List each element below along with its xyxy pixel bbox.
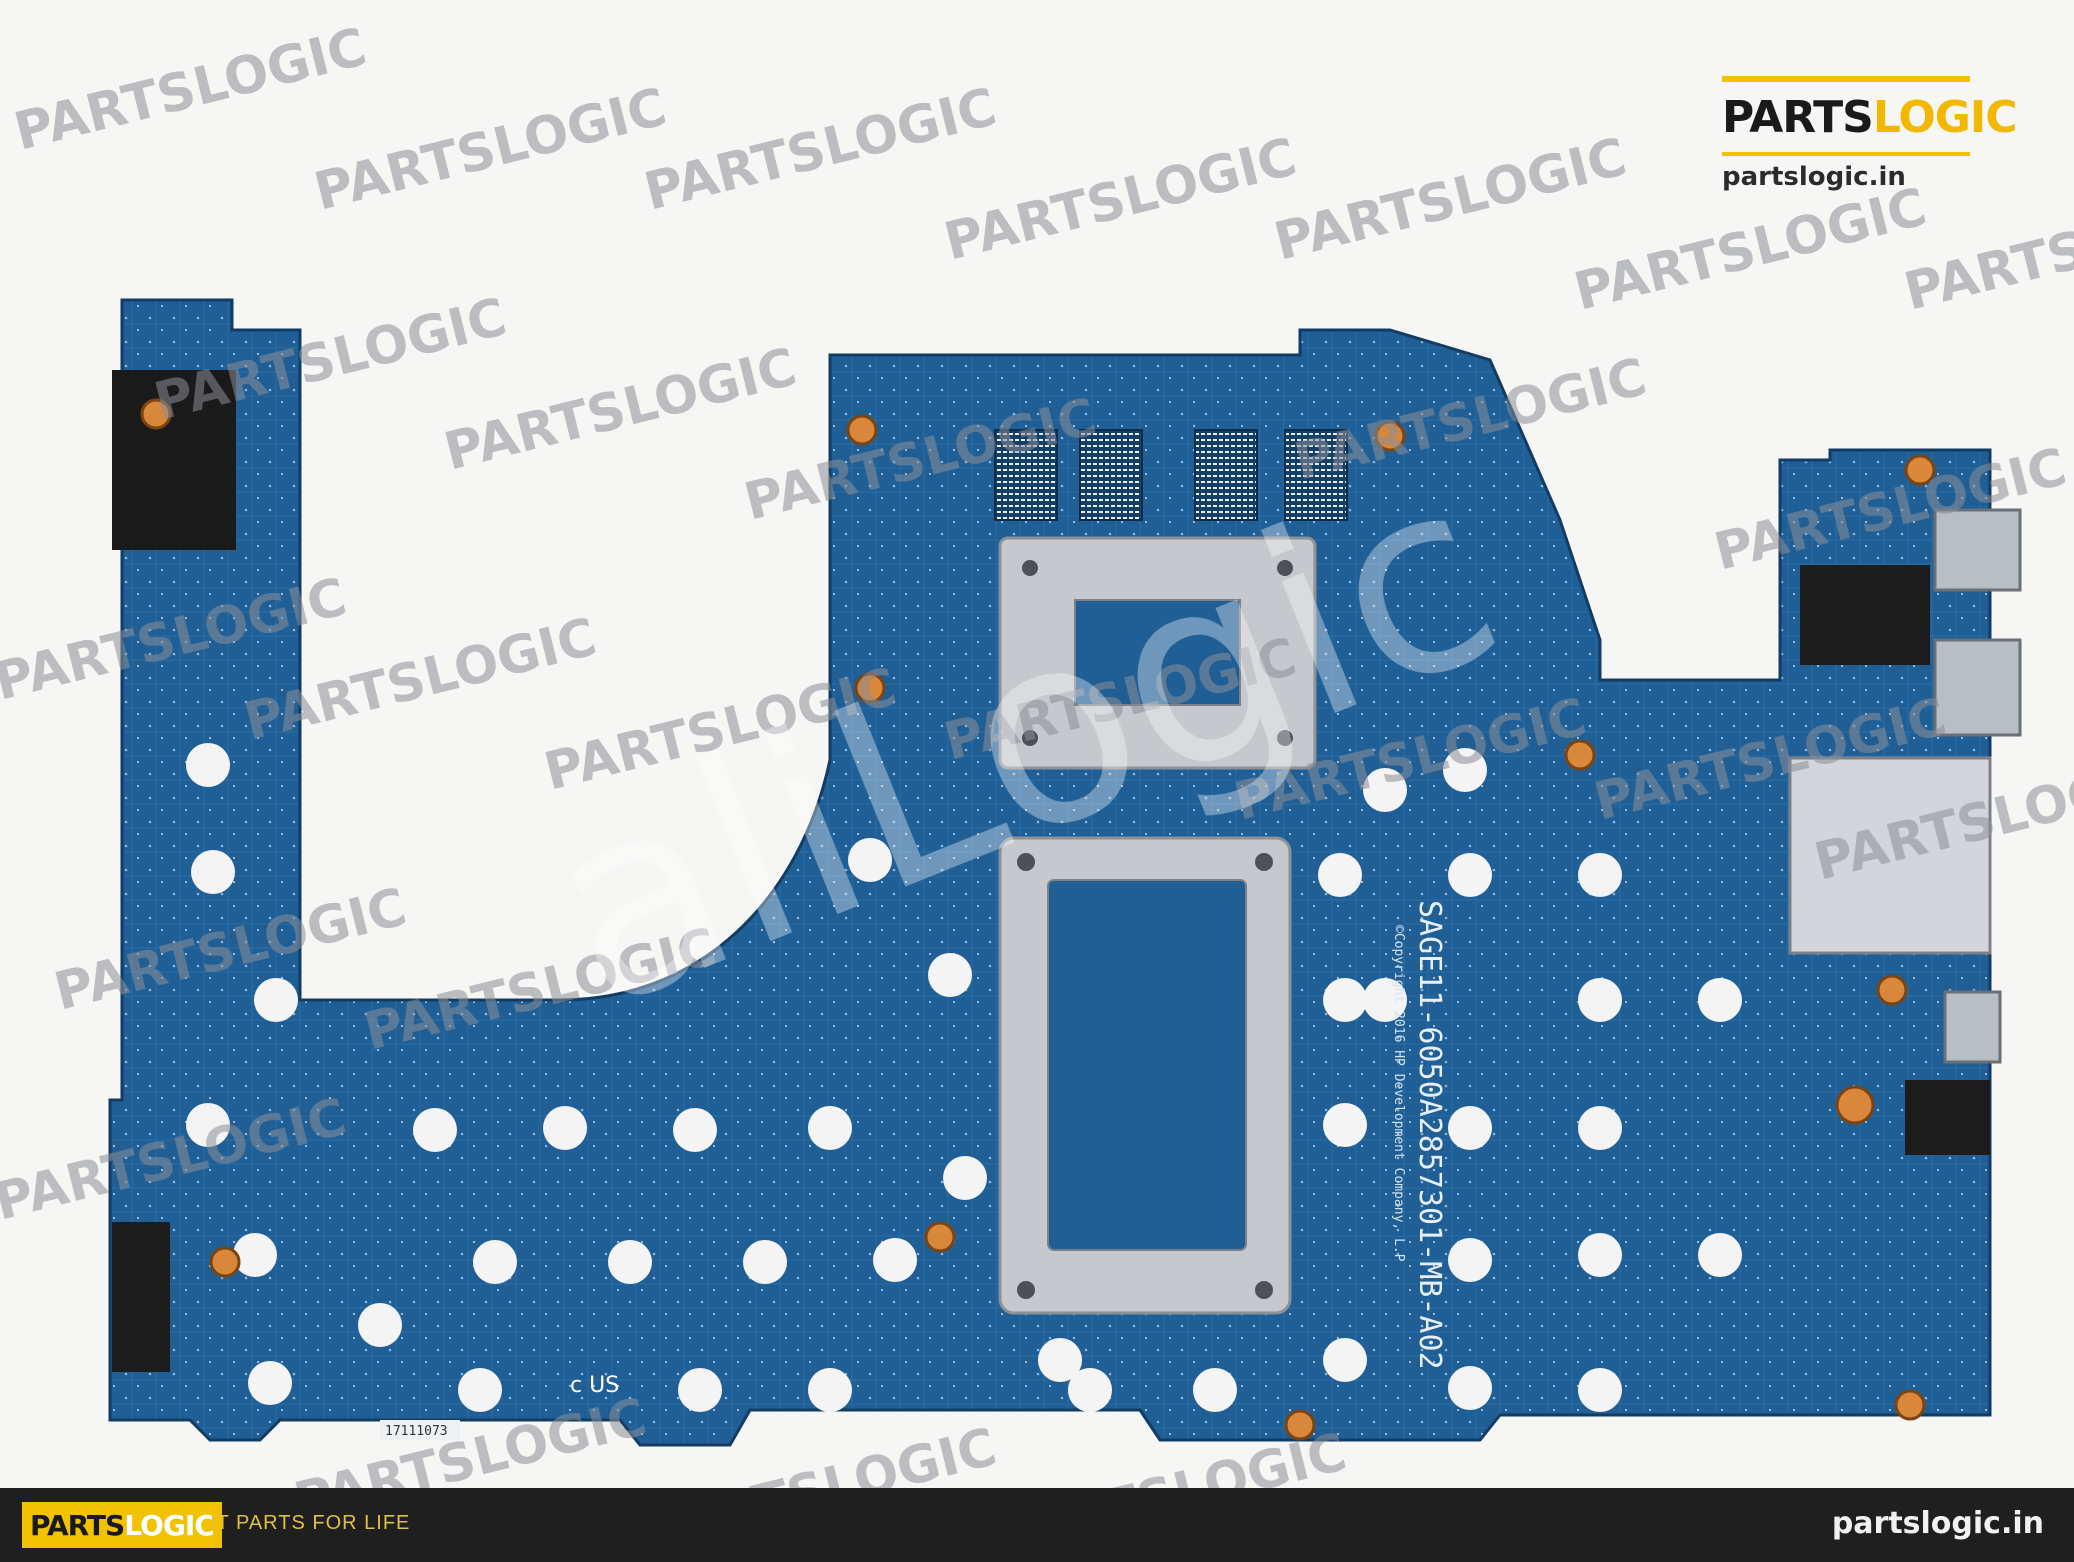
standoff-screw — [140, 398, 172, 430]
footer-tagline: IT PARTS FOR LIFE — [210, 1512, 411, 1534]
board-part-number: SAGE11-6050A2857301-MB-A02 — [1412, 900, 1447, 1370]
left-bracket — [112, 370, 236, 550]
watermark: PARTSLOGIC — [1269, 127, 1633, 272]
board-copyright: ©Copyright 2016 HP Development Company, … — [1391, 925, 1406, 1262]
watermark: PARTSLOGIC — [939, 127, 1303, 272]
ul-mark: c US — [570, 1373, 619, 1398]
brand-logo-part1: PARTS — [1722, 92, 1874, 143]
brand-logo-part2: LOGIC — [1872, 92, 2018, 143]
watermark: PARTSLOGIC — [9, 17, 373, 162]
gpu-shim — [998, 536, 1317, 770]
serial-label: 17111073 — [385, 1424, 448, 1439]
brand-logo: PARTSLOGIC — [1722, 90, 2018, 146]
watermark: PARTSLOGIC — [439, 337, 803, 482]
brand-logo-card: PARTSLOGIC partslogic.in — [1718, 76, 2018, 204]
footer-site-url: partslogic.in — [1831, 1506, 2044, 1541]
logo-bar — [1722, 76, 1970, 82]
logo-bar — [1722, 152, 1970, 156]
sata-connector — [112, 1222, 170, 1372]
memory-chips — [994, 429, 1348, 521]
brand-url: partslogic.in — [1722, 162, 1906, 192]
serial-label-sticker — [380, 1420, 460, 1440]
io-connectors — [1788, 508, 2022, 1155]
footer-brand-part2: LOGIC — [124, 1508, 215, 1542]
thermal-pads — [186, 743, 1742, 1412]
watermark: PARTSLOGIC — [639, 77, 1003, 222]
watermark: PARTSLOGIC — [309, 77, 673, 222]
footer-brand-part1: PARTS — [30, 1508, 125, 1542]
cpu-shim — [998, 836, 1292, 1315]
